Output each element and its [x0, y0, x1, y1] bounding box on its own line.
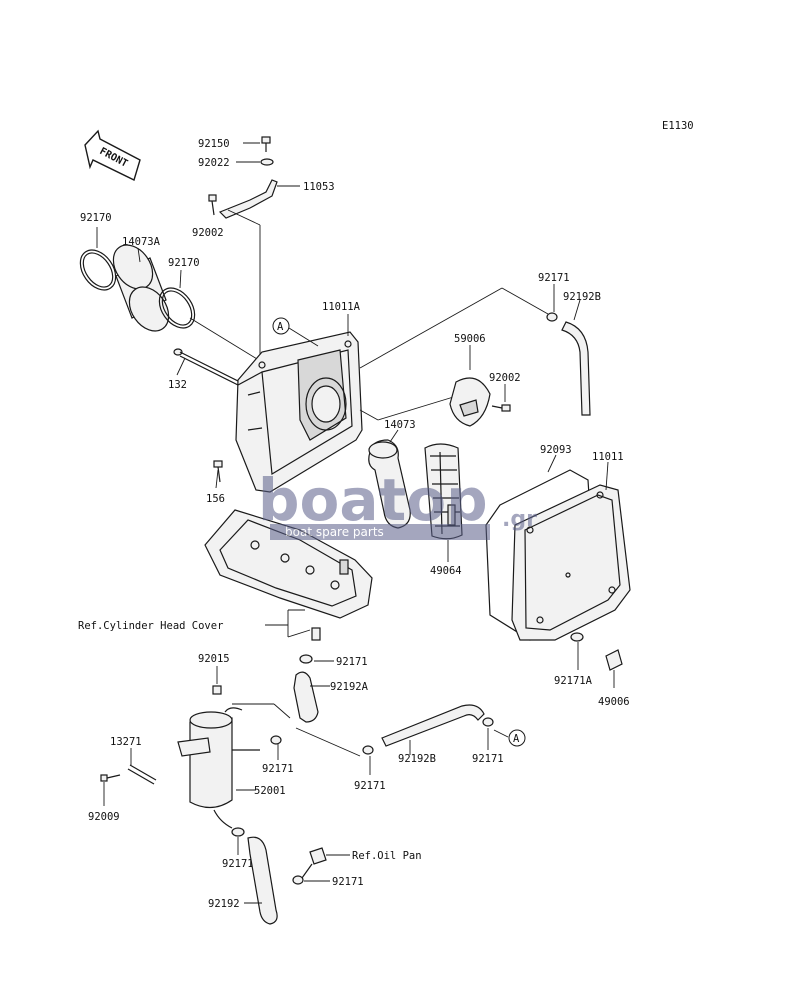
label-92192B-upper: 92192B [563, 291, 601, 303]
label-92171-lower-middle: 92171 [354, 780, 386, 792]
clamp-92171-oil-pan [292, 875, 304, 885]
ref-oil-pan: Ref.Oil Pan [352, 850, 422, 862]
callout-a-upper: A [277, 321, 284, 333]
bolt-92002-upper [208, 194, 217, 216]
label-11011: 11011 [592, 451, 624, 463]
clamp-92171-middle [299, 654, 313, 664]
label-14073A: 14073A [122, 236, 161, 248]
label-92171A: 92171A [554, 675, 593, 687]
clamp-92171-lower-middle [362, 745, 374, 755]
hose-92192 [247, 836, 278, 925]
label-49064: 49064 [430, 565, 462, 577]
callout-a-lower: A [513, 733, 520, 745]
nut-92015 [212, 685, 222, 695]
label-11011A: 11011A [322, 301, 361, 313]
label-92171-bottom-left: 92171 [222, 858, 254, 870]
front-arrow-icon: FRONT [84, 129, 141, 181]
bracket-11053 [218, 179, 278, 219]
clamp-92170-right [158, 287, 196, 329]
label-92192A: 92192A [330, 681, 369, 693]
clamp-92171-upper-right [546, 312, 558, 322]
label-49006: 49006 [598, 696, 630, 708]
label-92093: 92093 [540, 444, 572, 456]
label-92171-lower-right: 92171 [472, 753, 504, 765]
oil-pan-fitting [301, 847, 327, 879]
label-156: 156 [206, 493, 225, 505]
cap-49006 [605, 649, 623, 671]
clamp-92171-bottom-left [231, 827, 245, 837]
label-92170-left: 92170 [80, 212, 112, 224]
hose-92192B-upper [561, 321, 591, 416]
ref-cylinder-head-cover: Ref.Cylinder Head Cover [78, 620, 223, 632]
label-92171-middle: 92171 [336, 656, 368, 668]
watermark-brand: boatop [258, 466, 488, 534]
label-13271: 13271 [110, 736, 142, 748]
label-92022: 92022 [198, 157, 230, 169]
label-92171-upper-right: 92171 [538, 272, 570, 284]
bolt-92150 [261, 136, 271, 152]
label-92009: 92009 [88, 811, 120, 823]
label-92171-oil-pan: 92171 [332, 876, 364, 888]
cylinder-head-cover [204, 509, 373, 619]
hose-92192B-lower [381, 704, 485, 747]
watermark-tagline: boat spare parts [285, 525, 384, 539]
clamp-92171A [570, 632, 584, 642]
hose-92192A [293, 671, 319, 723]
label-14073: 14073 [384, 419, 416, 431]
label-11053: 11053 [303, 181, 335, 193]
label-132: 132 [168, 379, 187, 391]
pin-13271 [127, 764, 157, 785]
label-92192: 92192 [208, 898, 240, 910]
clamp-92171-tank [270, 735, 282, 745]
bolt-92002-right [491, 404, 511, 412]
diagram-code: E1130 [662, 120, 694, 132]
duct-14073 [368, 439, 411, 529]
washer-92022 [260, 158, 274, 166]
clamp-92170-left [79, 249, 117, 291]
label-59006: 59006 [454, 333, 486, 345]
air-box-housing-11011A [235, 331, 363, 493]
label-92002-right: 92002 [489, 372, 521, 384]
breather-tank-52001 [177, 707, 260, 829]
label-52001: 52001 [254, 785, 286, 797]
fitting-middle [311, 627, 321, 641]
bolt-156 [213, 460, 223, 483]
label-92002-upper: 92002 [192, 227, 224, 239]
label-92170-right: 92170 [168, 257, 200, 269]
label-92171-tank: 92171 [262, 763, 294, 775]
sleeve-14073A [112, 244, 170, 332]
clamp-92171-lower-right [482, 717, 494, 727]
watermark: boatop .gr boat spare parts [258, 466, 537, 540]
label-92015: 92015 [198, 653, 230, 665]
screw-92009 [100, 774, 121, 782]
watermark-suffix: .gr [502, 507, 537, 532]
label-92150: 92150 [198, 138, 230, 150]
valve-59006 [449, 377, 491, 427]
label-92192B-lower: 92192B [398, 753, 436, 765]
